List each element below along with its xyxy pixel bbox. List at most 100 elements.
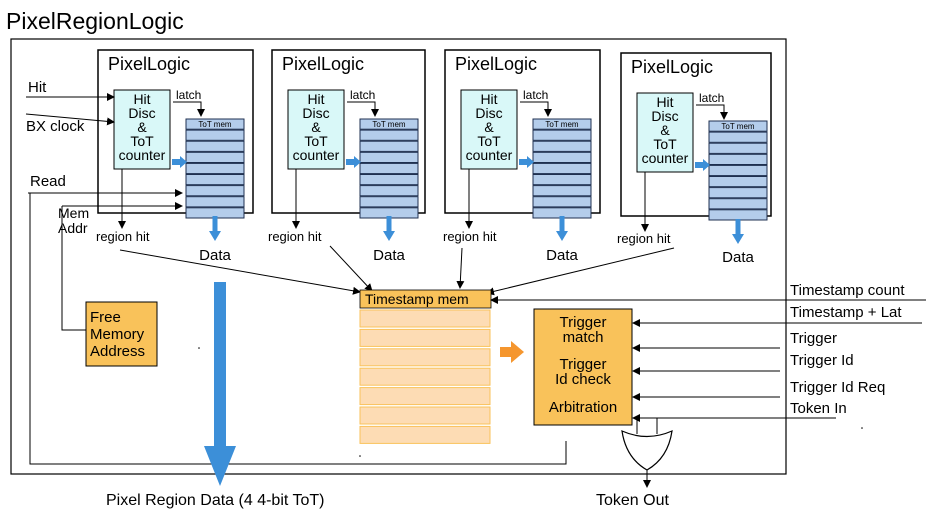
tot-mem-cell: [532, 185, 592, 197]
diagram-title: PixelRegionLogic: [6, 8, 184, 34]
hit-disc-line: Hit: [307, 91, 324, 107]
tot-mem-cell: [185, 162, 245, 175]
hit-disc-line: counter: [293, 147, 340, 163]
tot-mem-cell: [185, 174, 245, 186]
tot-mem-label: ToT mem: [721, 122, 755, 131]
pixel-logic-label: PixelLogic: [108, 54, 190, 74]
hit-disc-line: Hit: [133, 91, 150, 107]
region-hit-label: region hit: [268, 229, 322, 244]
right-input-trigger-id-req: Trigger Id Req: [790, 379, 885, 396]
timestamp-mem-cell: [359, 328, 491, 347]
data-output-label: Data: [199, 247, 231, 264]
right-input-trigger: Trigger: [790, 330, 837, 347]
hit-disc-line: ToT: [304, 133, 328, 149]
right-input-timestamp-count: Timestamp count: [790, 282, 905, 299]
hit-disc-line: ToT: [653, 136, 677, 152]
timestamp-mem-cell: [359, 309, 491, 328]
trigger-block: Trigger match Trigger Id check Arbitrati…: [533, 308, 633, 426]
orange-arrow: [500, 341, 524, 363]
bx-clock-input-label: BX clock: [26, 118, 85, 135]
tot-mem-cell: [708, 164, 768, 177]
token-out-label: Token Out: [596, 492, 669, 509]
hit-disc-line: Disc: [302, 105, 329, 121]
hit-disc-line: counter: [642, 150, 689, 166]
tot-mem-cell: [708, 198, 768, 210]
data-output-label: Data: [373, 247, 405, 264]
timestamp-mem-cell: [359, 425, 491, 444]
timestamp-mem-cell: [359, 348, 491, 367]
arbitration-label: Arbitration: [549, 399, 617, 416]
tot-mem-cell: [708, 153, 768, 166]
tot-mem-cell: [359, 129, 419, 141]
pixel-region-frame: [10, 38, 787, 475]
hit-disc-line: Hit: [480, 91, 497, 107]
tot-mem-cell: [532, 162, 592, 175]
hit-disc-line: ToT: [130, 133, 154, 149]
trigger-id-check-line-1: Trigger: [560, 356, 607, 373]
hit-disc-line: Hit: [656, 94, 673, 110]
region-hit-label: region hit: [443, 229, 497, 244]
latch-label: latch: [176, 88, 201, 102]
tot-mem-cell: [359, 151, 419, 164]
tot-mem-cell: [185, 185, 245, 197]
tot-mem-label: ToT mem: [372, 120, 406, 129]
left-inputs: Hit BX clock Read Mem Addr: [25, 79, 183, 331]
timestamp-mem-label: Timestamp mem: [365, 291, 469, 307]
tot-mem-label: ToT mem: [198, 120, 232, 129]
tot-mem-cell: [359, 140, 419, 152]
hit-disc-line: Disc: [128, 105, 155, 121]
tot-mem-cell: [532, 129, 592, 141]
hit-disc-line: counter: [119, 147, 166, 163]
or-gate: [621, 418, 673, 488]
tot-mem-cell: [532, 140, 592, 152]
pixel-region-data-label: Pixel Region Data (4 4-bit ToT): [106, 492, 324, 509]
hit-disc-tot-counter-box: [636, 92, 694, 173]
latch-label: latch: [350, 88, 375, 102]
hit-disc-tot-counter-box: [460, 89, 518, 170]
tot-mem-cell: [359, 174, 419, 186]
hit-disc-line: &: [484, 119, 494, 135]
tot-mem-cell: [185, 118, 245, 130]
latch-label: latch: [699, 91, 724, 105]
free-memory-line-2: Memory: [90, 326, 145, 343]
hit-input-label: Hit: [28, 79, 47, 96]
hit-disc-line: &: [137, 119, 147, 135]
timestamp-mem-cell: [359, 367, 491, 386]
tot-mem-cell: [185, 129, 245, 141]
tot-mem-cell: [708, 131, 768, 143]
tot-mem-cell: [708, 142, 768, 154]
free-memory-address-box: Free Memory Address: [85, 301, 158, 367]
pixel-logic-label: PixelLogic: [631, 57, 713, 77]
region-hit-label: region hit: [96, 229, 150, 244]
tot-mem-cell: [708, 176, 768, 188]
hit-disc-line: Disc: [651, 108, 678, 124]
free-memory-line-1: Free: [90, 309, 121, 326]
read-input-label: Read: [30, 173, 66, 190]
free-memory-line-3: Address: [90, 343, 145, 360]
tot-mem-cell: [359, 162, 419, 175]
pixel-logic-label: PixelLogic: [282, 54, 364, 74]
tot-mem-cell: [532, 118, 592, 130]
mem-addr-label-mem: Mem: [58, 205, 89, 221]
tot-mem-cell: [185, 151, 245, 164]
data-output-label: Data: [546, 247, 578, 264]
hit-disc-line: counter: [466, 147, 513, 163]
trigger-match-line-1: Trigger: [560, 314, 607, 331]
tot-mem-cell: [708, 187, 768, 199]
hit-disc-tot-counter-box: [287, 89, 345, 170]
pixel-region-data-arrow: [204, 282, 236, 486]
right-inputs: Timestamp count Timestamp + Lat Trigger …: [490, 282, 926, 422]
tot-mem-cell: [359, 196, 419, 208]
tot-mem-cell: [532, 196, 592, 208]
pixel-logic-label: PixelLogic: [455, 54, 537, 74]
tot-mem-cell: [532, 174, 592, 186]
tot-mem-cell: [185, 140, 245, 152]
tot-mem-label: ToT mem: [545, 120, 579, 129]
tot-mem-cell: [532, 151, 592, 164]
